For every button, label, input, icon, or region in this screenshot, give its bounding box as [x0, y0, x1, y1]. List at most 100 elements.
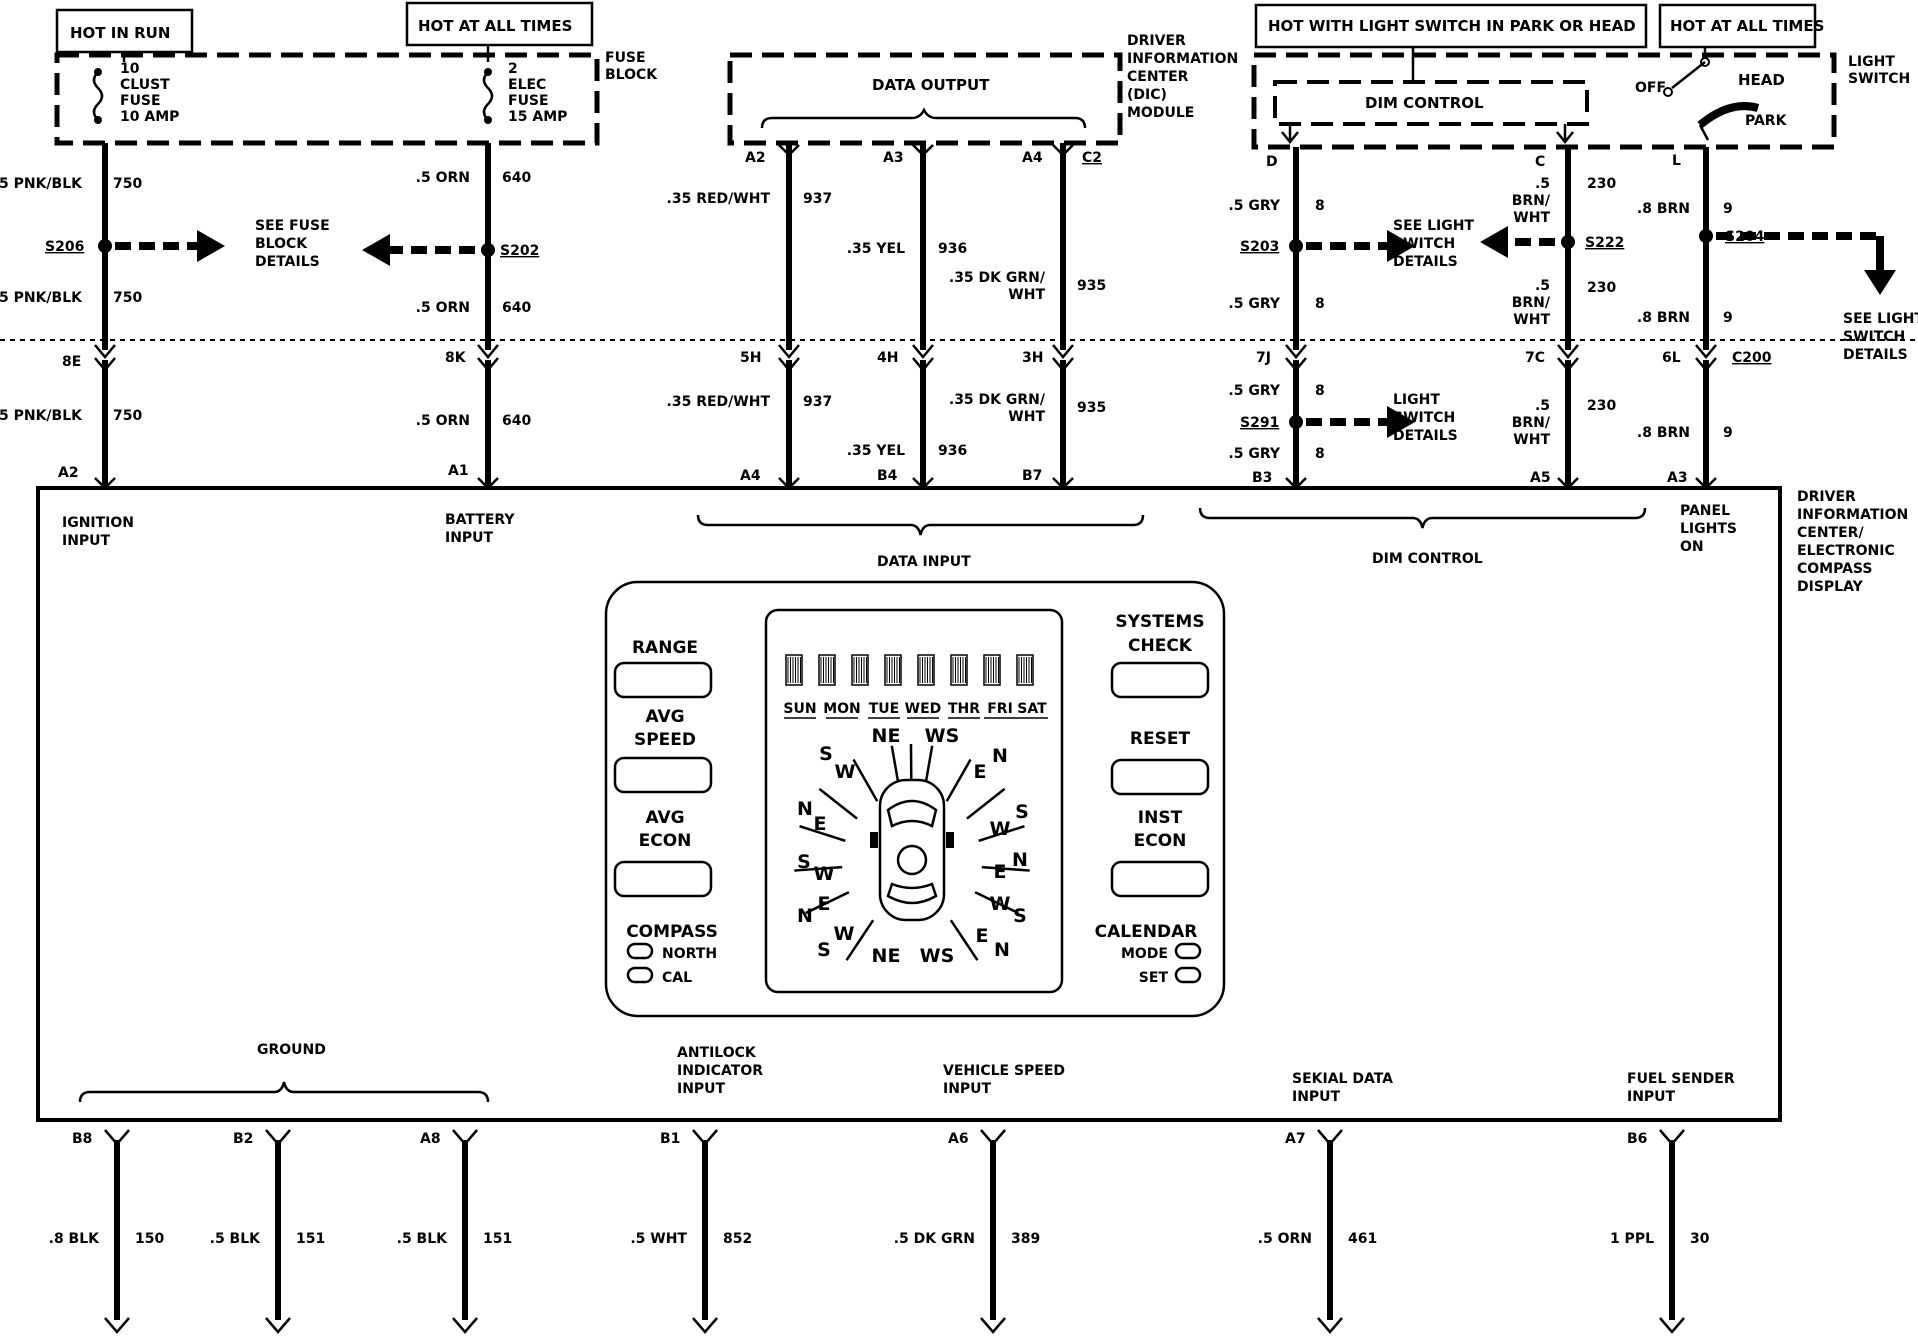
fuse1-text-line-0: 10 [120, 61, 140, 77]
splice-dot-s206 [98, 239, 112, 253]
pin-chevron-3 [912, 477, 934, 490]
wire-circuit-0: 750 [113, 176, 142, 192]
wire-7 [1695, 147, 1717, 490]
day-wed: WED [905, 701, 942, 717]
wire-color-7: .8 BRN [1637, 425, 1690, 441]
right-button-1 [1110, 758, 1210, 796]
wire-1 [477, 143, 499, 490]
pin-a3-top: A3 [883, 150, 904, 166]
bottom-pin-6: B6 [1627, 1131, 1647, 1147]
arrow-s222-head [1480, 226, 1508, 258]
segment-digit-1 [818, 654, 836, 686]
conn-8e: 8E [62, 354, 81, 370]
pin-chevron-0 [94, 477, 116, 490]
wire-circuit-6-top: 230 [1587, 176, 1616, 192]
compass-letter-9: S [1015, 801, 1029, 823]
bottom-pin-5: A7 [1285, 1131, 1306, 1147]
connector-chevron-2 [778, 344, 800, 359]
bottom-wire-color-3: .5 WHT [630, 1231, 687, 1247]
compass-letter-0: NE [872, 725, 901, 747]
wire-color-4-a: .35 DK GRN/ [949, 270, 1046, 286]
wire-circuit-5-bot2: 8 [1315, 446, 1325, 462]
wire-4 [1052, 143, 1074, 490]
bottom-wire-circuit-3: 852 [723, 1231, 752, 1247]
compass-letter-2: S [819, 743, 833, 765]
antilock-input-line-2: INPUT [677, 1081, 726, 1097]
bottom-wire-circuit-4: 389 [1011, 1231, 1040, 1247]
splice-label-s202: S202 [500, 243, 539, 259]
compass-ray-11 [805, 891, 850, 915]
wire-circuit-7: 9 [1723, 310, 1733, 326]
cal-button [626, 966, 654, 984]
compass-letter-19: W [834, 923, 855, 945]
compass-label: COMPASS [626, 922, 718, 942]
see-light-switch-details-3-line-0: SEE LIGHT [1843, 311, 1918, 327]
segment-digit-2 [851, 654, 869, 686]
wire-color-2: .35 RED/WHT [667, 394, 771, 410]
pin-b3-bottom: B3 [1252, 470, 1272, 486]
wire-circuit-3: 936 [938, 443, 967, 459]
wire-color-3: .35 YEL [847, 241, 905, 257]
wire-color-1: .5 ORN [416, 300, 470, 316]
pin-l-top: L [1672, 153, 1681, 169]
switch-park-label: PARK [1745, 113, 1788, 129]
connector-chevron-6 [1557, 344, 1579, 359]
compass-letter-13: N [1012, 849, 1028, 871]
wire-circuit-1: 640 [502, 413, 531, 429]
splice-label-s291: S291 [1240, 415, 1279, 431]
vehicle-speed-input-line-1: INPUT [943, 1081, 992, 1097]
see-light-switch-details-3-line-1: SWITCH [1843, 329, 1905, 345]
wire-circuit-2: 937 [803, 191, 832, 207]
compass-letter-4: E [974, 761, 987, 783]
pin-chevron-6 [1557, 477, 1579, 490]
left-button-0 [613, 661, 713, 699]
wire-color-1: .5 ORN [416, 413, 470, 429]
see-light-switch-details-1-line-2: DETAILS [1393, 254, 1458, 270]
dic-ecd-label-line-3: ELECTRONIC [1797, 543, 1895, 559]
day-sun: SUN [783, 701, 816, 717]
serial-data-input-line-0: SEKIAL DATA [1292, 1071, 1393, 1087]
right-button-label-0-0: SYSTEMS [1115, 612, 1204, 632]
serial-data-input-line-1: INPUT [1292, 1089, 1341, 1105]
pin-b4-bottom: B4 [877, 468, 898, 484]
light-switch-label-line-0: LIGHT [1848, 54, 1895, 70]
wire-circuit-1: 640 [502, 170, 531, 186]
wire-color-6-a: .5 [1535, 176, 1550, 192]
fuse-block-label-line-0: FUSE [605, 50, 646, 66]
vehicle-speed-input-line-0: VEHICLE SPEED [943, 1063, 1065, 1079]
wire-color-0: .5 PNK/BLK [0, 290, 83, 306]
car-mirror-left-icon [870, 832, 878, 848]
pin-a2-top: A2 [745, 150, 766, 166]
wire-circuit-0: 750 [113, 408, 142, 424]
wire-color-2: .35 RED/WHT [667, 191, 771, 207]
north-label: NORTH [662, 946, 717, 962]
fuse1-text-line-3: 10 AMP [120, 109, 179, 125]
see-fuse-block-details-line-0: SEE FUSE [255, 218, 330, 234]
compass-letter-8: W [990, 818, 1011, 840]
panel-lights-on-line-0: PANEL [1680, 503, 1730, 519]
pin-a2-bottom: A2 [58, 465, 79, 481]
right-button-label-0-1: CHECK [1128, 636, 1193, 656]
driver-info-center-box [36, 486, 1782, 1122]
hot-at-all-times-label-2: HOT AT ALL TIMES [1670, 17, 1824, 35]
hot-light-switch-label: HOT WITH LIGHT SWITCH IN PARK OR HEAD [1268, 17, 1636, 35]
dic-module-label-line-1: INFORMATION [1127, 51, 1238, 67]
pin-a1-bottom: A1 [448, 463, 469, 479]
bottom-wire-color-2: .5 BLK [397, 1231, 449, 1247]
compass-letter-11: W [814, 863, 835, 885]
wire-color-7: .8 BRN [1637, 201, 1690, 217]
dic-module-label-line-0: DRIVER [1127, 33, 1186, 49]
compass-letter-23: WS [920, 945, 955, 967]
switch-head-label: HEAD [1738, 71, 1785, 89]
connector-chevron-5 [1285, 344, 1307, 359]
car-mirror-right-icon [946, 832, 954, 848]
compass-ray-6 [966, 787, 1006, 820]
wire-color-5: .5 GRY [1228, 296, 1280, 312]
antilock-input-line-1: INDICATOR [677, 1063, 763, 1079]
compass-letter-14: N [797, 905, 813, 927]
right-button-0 [1110, 661, 1210, 699]
right-button-2 [1110, 860, 1210, 898]
